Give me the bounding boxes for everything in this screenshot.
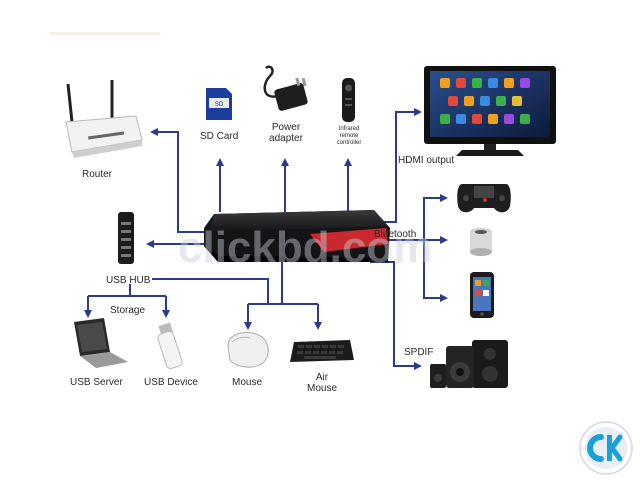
air-mouse-keyboard-icon <box>290 340 354 362</box>
label-sd-card: SD Card <box>200 131 239 142</box>
label-power-line1: Power <box>271 122 301 133</box>
label-mouse: Mouse <box>232 377 263 388</box>
line-router <box>150 128 205 233</box>
watermark-text: clickbd.com <box>178 223 432 272</box>
label-remote: Infrared remote controller <box>330 126 368 147</box>
laptop-icon <box>74 318 128 368</box>
label-usb-device: USB Device <box>144 377 198 388</box>
mouse-icon <box>227 332 269 368</box>
usb-drive-icon <box>157 322 183 370</box>
label-router: Router <box>82 169 113 180</box>
label-air-line2: Mouse <box>306 383 337 394</box>
label-remote-line3: controller <box>336 140 362 146</box>
gamepad-icon <box>457 184 511 213</box>
svg-text:SD: SD <box>215 102 224 108</box>
label-usb-hub: USB HUB <box>106 275 151 286</box>
line-hdmi <box>380 108 422 223</box>
top-artifact <box>50 32 160 35</box>
usb-hub-icon <box>118 212 134 264</box>
remote-control-icon <box>342 78 355 122</box>
label-air-line1: Air <box>315 372 329 383</box>
label-usb-server: USB Server <box>70 377 123 388</box>
tv-box-device <box>204 210 390 262</box>
label-spdif: SPDIF <box>404 347 434 358</box>
label-power-line2: adapter <box>269 133 303 144</box>
label-remote-line1: Infrared <box>338 126 360 132</box>
speaker-icon <box>470 228 492 256</box>
line-bt-gamepad <box>423 194 448 240</box>
label-hdmi-output: HDMI output <box>398 155 455 166</box>
label-power-adapter: Power adapter <box>264 122 308 144</box>
label-air-mouse: Air Mouse <box>302 372 342 394</box>
sd-card-icon: SD <box>206 88 232 120</box>
label-bluetooth: Bluetooth <box>374 229 417 240</box>
label-storage: Storage <box>110 305 146 316</box>
label-remote-line2: remote <box>339 133 359 139</box>
smartphone-icon <box>470 272 494 318</box>
power-adapter-icon <box>263 65 308 111</box>
line-hub-mouse <box>152 278 269 304</box>
line-bt-phone <box>423 240 448 302</box>
speaker-system-icon <box>430 340 508 388</box>
television-icon <box>424 66 556 156</box>
router-icon <box>65 80 143 158</box>
clickbd-logo-icon <box>579 421 633 475</box>
connection-lines <box>84 108 448 370</box>
